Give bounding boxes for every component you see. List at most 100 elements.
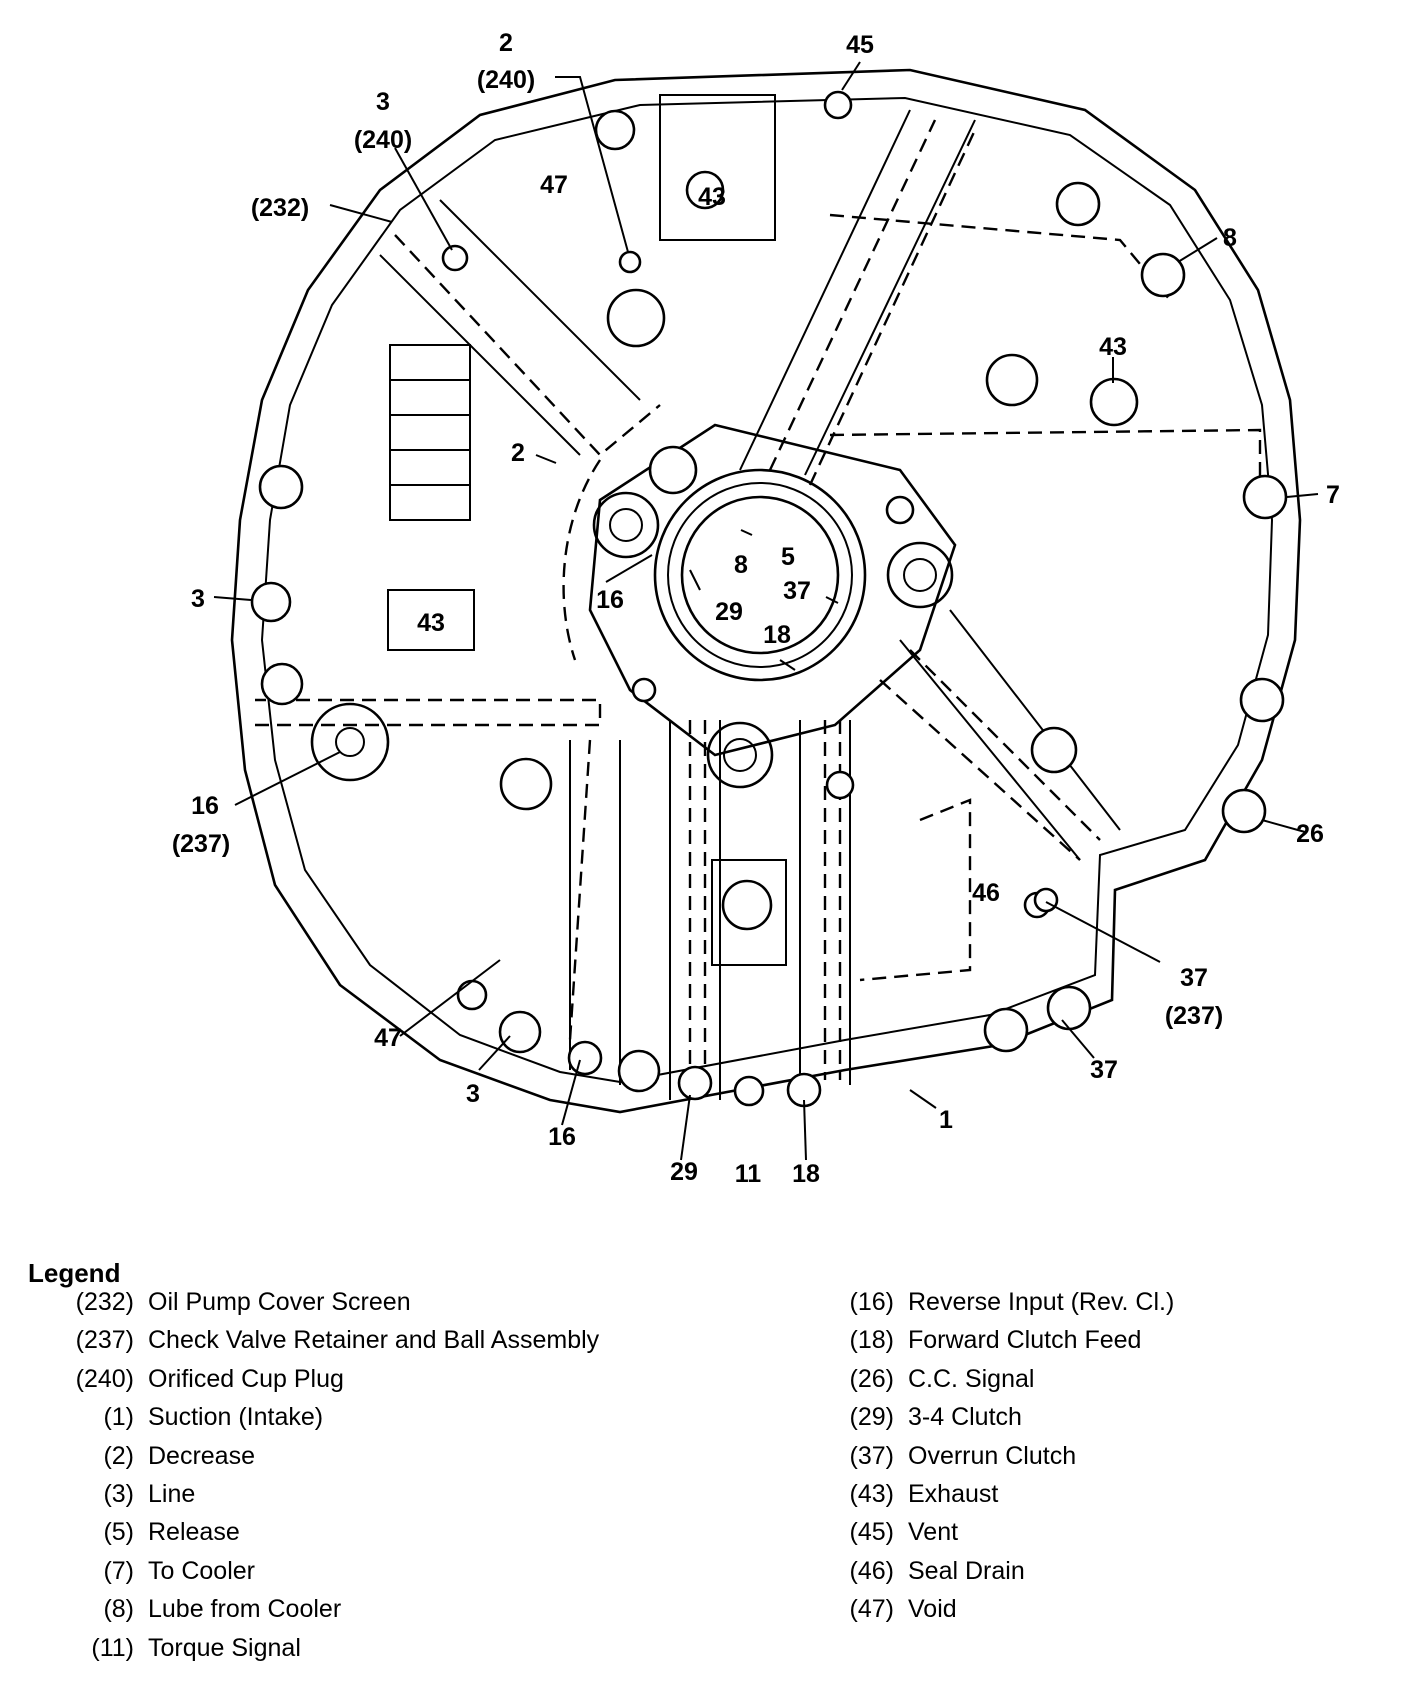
dashed-passage-11 — [562, 459, 601, 661]
legend-title: Legend — [28, 1258, 121, 1288]
dashed-passage-2 — [768, 119, 937, 471]
dashed-passage-10 — [879, 649, 1101, 861]
legend-label: Decrease — [148, 1441, 255, 1470]
cover-block-upper — [659, 94, 776, 241]
legend-label: Lube from Cooler — [148, 1595, 342, 1624]
legend-label: C.C. Signal — [908, 1364, 1035, 1393]
legend-code: (37) — [849, 1441, 894, 1470]
stator-support-plate — [588, 423, 957, 757]
callout-18-center: 18 — [763, 621, 791, 649]
callout-43-top: 43 — [698, 183, 726, 211]
callout-3-bottom: 3 — [466, 1080, 480, 1108]
callout-43-right: 43 — [1099, 333, 1127, 361]
legend-label: Orificed Cup Plug — [148, 1364, 344, 1393]
dashed-passage-4 — [829, 213, 1171, 301]
legend-code: (232) — [75, 1288, 134, 1316]
legend-label: Check Valve Retainer and Ball Assembly — [148, 1326, 600, 1355]
callout-16-bottom: 16 — [548, 1123, 576, 1151]
legend-label: Suction (Intake) — [148, 1403, 324, 1432]
callout-26: 26 — [1296, 820, 1324, 848]
legend-label: Overrun Clutch — [908, 1441, 1077, 1470]
callout-237-left: (237) — [172, 830, 230, 858]
legend-label: Exhaust — [908, 1479, 999, 1508]
legend-code: (47) — [849, 1595, 894, 1624]
legend-label: 3-4 Clutch — [908, 1403, 1022, 1432]
legend-code: (8) — [103, 1595, 134, 1624]
callout-240-upper-left: (240) — [354, 126, 412, 154]
callout-47-bottom: 47 — [374, 1024, 402, 1052]
legend-code: (18) — [849, 1326, 894, 1355]
legend-code: (3) — [103, 1479, 134, 1508]
callout-29-bottom: 29 — [670, 1158, 698, 1186]
pump-cover-outline — [230, 68, 1302, 1114]
passage-lower-right — [899, 609, 1121, 861]
callout-37-right: 37 — [1180, 964, 1208, 992]
passage-upper-left — [379, 199, 641, 456]
legend-code: (2) — [103, 1441, 134, 1470]
oil-pump-cover-diagram: 2 (240) 45 3 (240) (232) 47 43 8 43 2 7 … — [172, 29, 1340, 1188]
legend-code: (237) — [75, 1326, 134, 1355]
callout-237-right: (237) — [1165, 1002, 1223, 1030]
legend-code: (26) — [849, 1364, 894, 1393]
callout-3-left: 3 — [191, 585, 205, 613]
holes — [250, 90, 1288, 1108]
legend-code: (46) — [849, 1556, 894, 1585]
callout-3-top: 3 — [376, 88, 390, 116]
legend-code: (240) — [75, 1364, 134, 1393]
legend-code: (7) — [103, 1556, 134, 1585]
callout-2-top: 2 — [499, 29, 513, 57]
dashed-passage-5 — [829, 428, 1262, 480]
dashed-passage-7 — [568, 739, 592, 1041]
center-hub-outer — [653, 468, 867, 682]
dashed-passage-3 — [808, 129, 977, 486]
legend-label: Reverse Input (Rev. Cl.) — [908, 1288, 1175, 1316]
passage-upper-right — [739, 109, 976, 476]
legend-label: Oil Pump Cover Screen — [148, 1288, 411, 1316]
callout-37-center: 37 — [783, 577, 811, 605]
inner-rim — [260, 96, 1274, 1084]
legend-label: Seal Drain — [908, 1556, 1025, 1585]
callout-37-bottom: 37 — [1090, 1056, 1118, 1084]
callout-16-center-left: 16 — [596, 586, 624, 614]
legend-label: Torque Signal — [148, 1633, 301, 1662]
dashed-passage-1 — [394, 234, 661, 457]
legend-label: Void — [908, 1595, 957, 1624]
callout-7: 7 — [1326, 481, 1340, 509]
legend-code: (45) — [849, 1518, 894, 1547]
dashed-passage-6 — [255, 698, 602, 727]
dashed-passage-9 — [823, 720, 842, 1080]
callout-16-left: 16 — [191, 792, 219, 820]
legend-code: (16) — [849, 1288, 894, 1316]
callout-232: (232) — [251, 194, 309, 222]
legend-code: (11) — [91, 1633, 134, 1662]
dashed-passage-8 — [688, 720, 707, 1070]
callout-18-bottom: 18 — [792, 1160, 820, 1188]
callout-29-center: 29 — [715, 598, 743, 626]
legend-label: Vent — [908, 1518, 959, 1547]
legend-label: To Cooler — [148, 1556, 255, 1585]
legend-label: Line — [148, 1479, 196, 1508]
leader-lines — [213, 61, 1319, 1161]
legend-code: (1) — [103, 1403, 134, 1432]
legend-code: (5) — [103, 1518, 134, 1547]
dashed-passage-12 — [859, 798, 972, 982]
callout-8-center: 8 — [734, 551, 748, 579]
callout-5-center: 5 — [781, 543, 795, 571]
passage-lower-center — [669, 720, 851, 1100]
callout-1: 1 — [939, 1106, 953, 1134]
legend-code: (29) — [849, 1403, 894, 1432]
legend-label: Forward Clutch Feed — [908, 1326, 1142, 1355]
callout-46: 46 — [972, 879, 1000, 907]
center-hub-inner — [680, 495, 840, 655]
callout-8: 8 — [1223, 224, 1237, 252]
exhaust-box-left — [387, 589, 475, 651]
bolt-bosses — [310, 491, 954, 789]
callout-47-top: 47 — [540, 171, 568, 199]
callout-43-left: 43 — [417, 609, 445, 637]
cover-block-lower — [711, 859, 787, 966]
callout-2-middle: 2 — [511, 439, 525, 467]
center-hub-ring — [667, 482, 853, 668]
legend: Legend (232) Oil Pump Cover Screen (237) C… — [28, 1258, 1388, 1698]
callout-11-bottom: 11 — [735, 1160, 762, 1188]
legend-label: Release — [148, 1518, 240, 1547]
